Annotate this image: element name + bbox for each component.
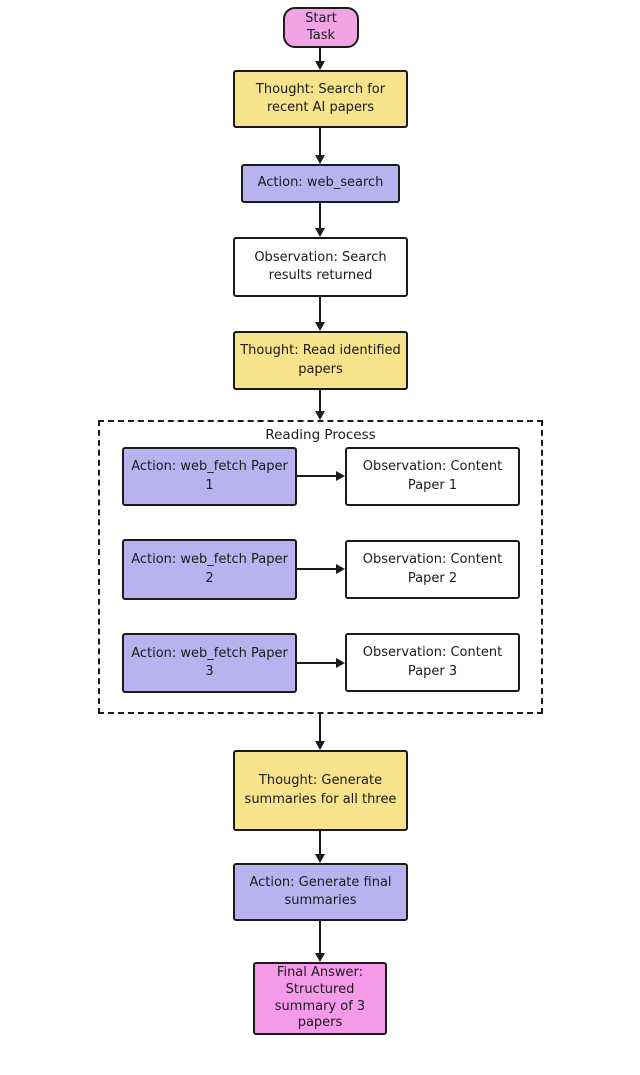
node-thought-search: Thought: Search for recent AI papers: [233, 70, 408, 128]
reading-process-group: Reading Process: [98, 420, 543, 714]
arrow-down-icon: [314, 203, 326, 237]
arrow-right-icon: [297, 657, 345, 669]
node-action-web-fetch-paper-1: Action: web_fetch Paper 1: [122, 447, 297, 506]
arrow-down-icon: [314, 921, 326, 962]
node-observation-content-paper-2: Observation: Content Paper 2: [345, 540, 520, 599]
node-observation-content-paper-3: Observation: Content Paper 3: [345, 633, 520, 692]
arrow-down-icon: [314, 831, 326, 863]
arrow-down-icon: [314, 714, 326, 750]
node-action-web-fetch-paper-3: Action: web_fetch Paper 3: [122, 633, 297, 693]
node-final-answer: Final Answer: Structured summary of 3 pa…: [253, 962, 387, 1035]
node-observation-content-paper-1: Observation: Content Paper 1: [345, 447, 520, 506]
node-thought-read-papers: Thought: Read identified papers: [233, 331, 408, 390]
node-observation-search-results: Observation: Search results returned: [233, 237, 408, 297]
node-start-task: Start Task: [283, 7, 359, 48]
node-action-web-search: Action: web_search: [241, 164, 400, 203]
arrow-down-icon: [314, 390, 326, 420]
arrow-down-icon: [314, 297, 326, 331]
arrow-right-icon: [297, 470, 345, 482]
node-action-generate-final-summaries: Action: Generate final summaries: [233, 863, 408, 921]
arrow-right-icon: [297, 563, 345, 575]
node-thought-generate-summaries: Thought: Generate summaries for all thre…: [233, 750, 408, 831]
reading-process-title: Reading Process: [265, 427, 376, 443]
arrow-down-icon: [314, 48, 326, 70]
node-action-web-fetch-paper-2: Action: web_fetch Paper 2: [122, 539, 297, 600]
arrow-down-icon: [314, 128, 326, 164]
